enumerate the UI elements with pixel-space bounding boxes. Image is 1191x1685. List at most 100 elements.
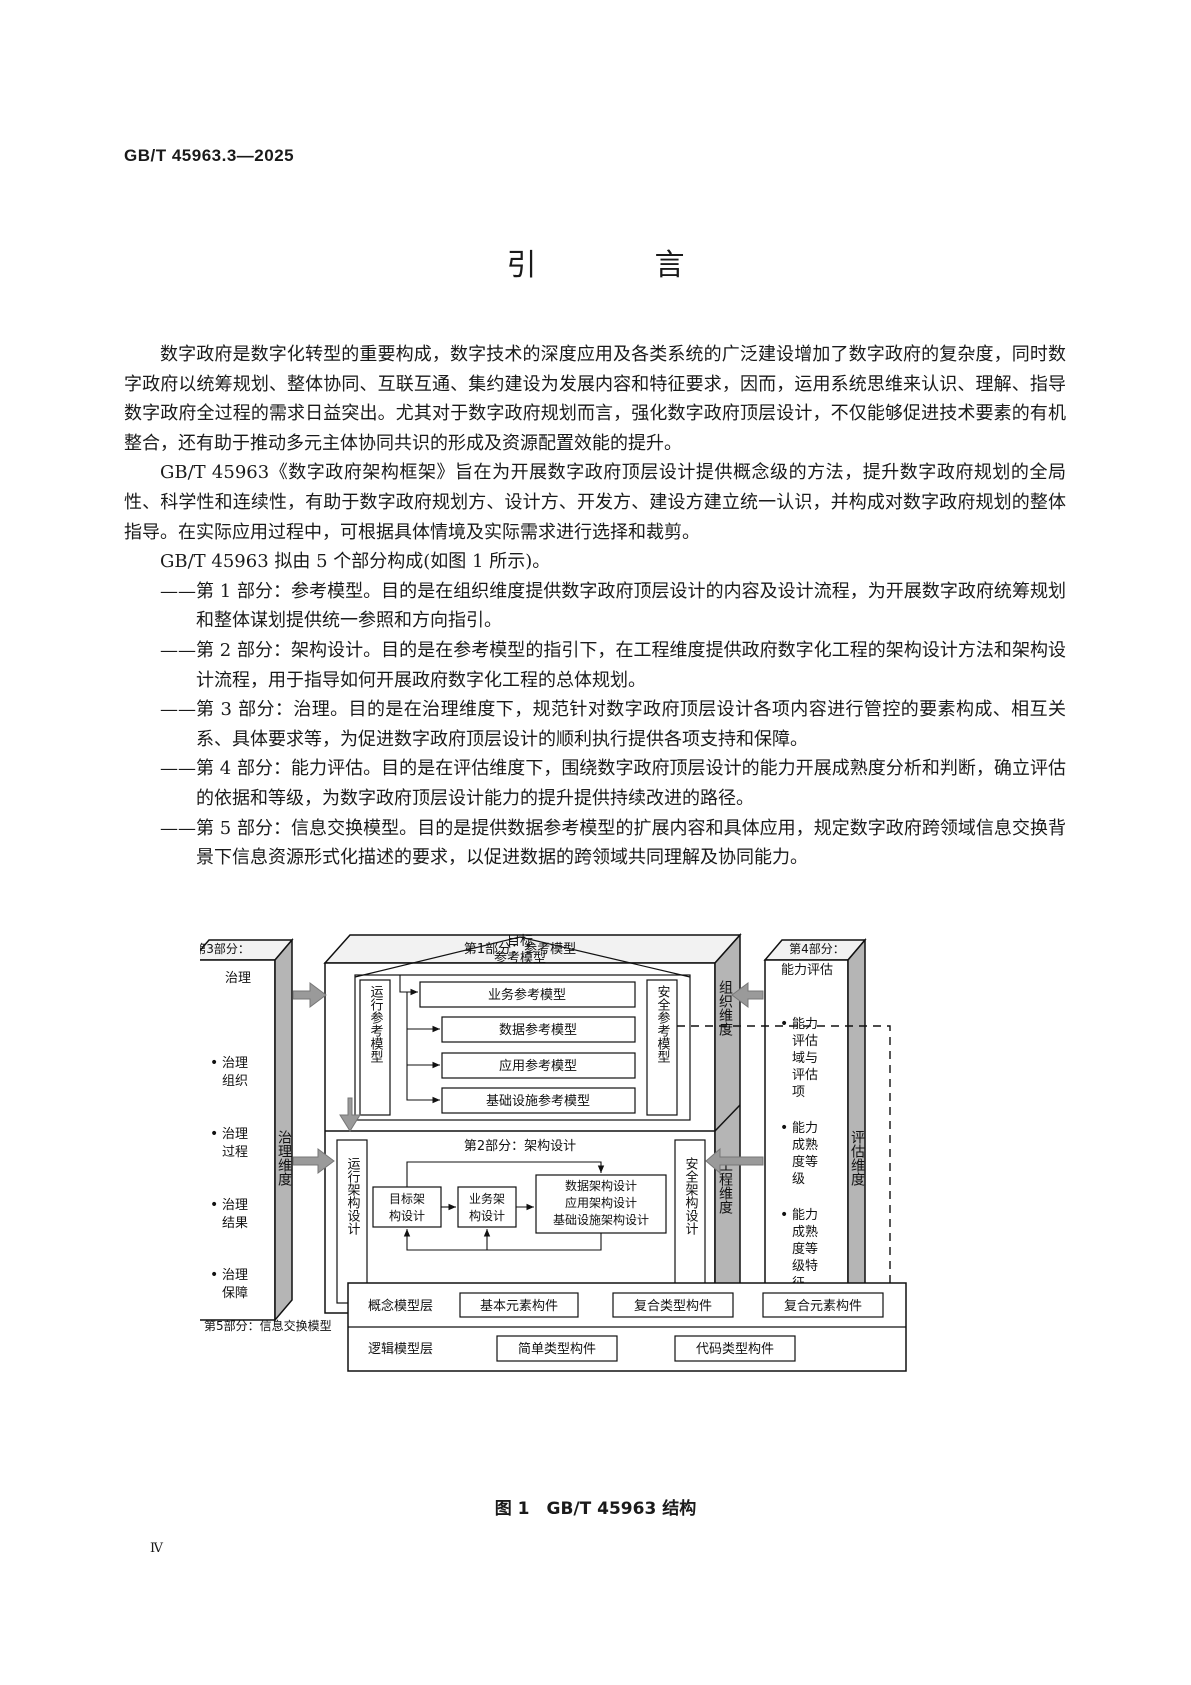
ops-ref-model-box	[359, 979, 391, 1116]
component-label: 简单类型构件	[518, 1341, 596, 1357]
part4-item: 成熟	[792, 1224, 818, 1240]
paragraph: 数字政府是数字化转型的重要构成，数字技术的深度应用及各类系统的广泛建设增加了数字…	[124, 344, 1066, 454]
svg-text:•: •	[780, 1120, 788, 1136]
svg-text:•: •	[210, 1267, 218, 1283]
svg-text:•: •	[780, 1207, 788, 1223]
list-dash: ——	[160, 639, 196, 661]
list-dash: ——	[160, 580, 196, 602]
part3-item: 治理	[222, 1198, 248, 1213]
part4-item: 项	[792, 1085, 805, 1100]
roof-label: 目标	[507, 934, 533, 949]
part4-item: 级	[792, 1172, 805, 1187]
business-arch-label: 业务架	[469, 1191, 505, 1206]
model-box	[419, 981, 636, 1008]
part4-item: 能力	[792, 1208, 818, 1223]
part3-item: 治理	[222, 1268, 248, 1283]
part3-title: 治理	[225, 971, 251, 986]
part1-inner: 目标 参考模型 运行参考模型 安全参考模型 业务参考模型 数据参考模型 应用参考…	[339, 934, 691, 1132]
governance-dimension-label: 治理维度	[276, 1130, 292, 1186]
part3-item: 治理	[222, 1056, 248, 1071]
component-label: 代码类型构件	[696, 1342, 774, 1357]
dashed-connector	[677, 1025, 891, 1283]
component-box	[762, 1292, 884, 1318]
list-item-text: 第 3 部分：治理。目的是在治理维度下，规范针对数字政府顶层设计各项内容进行管控…	[196, 699, 1066, 750]
component-box	[459, 1292, 579, 1318]
structure-figure: 第3部分： 治理 •治理组织 •治理过程 •治理结果 •治理保障 治理维度 第4…	[190, 925, 1000, 1455]
model-label: 应用参考模型	[499, 1058, 577, 1074]
paragraph: GB/T 45963 拟由 5 个部分构成(如图 1 所示)。	[160, 551, 551, 573]
part3-title: 第3部分：	[200, 941, 250, 956]
target-arch-label: 构设计	[389, 1208, 425, 1223]
part4-item: 度等	[792, 1154, 818, 1170]
list-dash: ——	[160, 817, 196, 839]
list-item: ——第 5 部分：信息交换模型。目的是提供数据参考模型的扩展内容和具体应用，规定…	[124, 814, 1066, 873]
list-dash: ——	[160, 699, 196, 721]
model-label: 基础设施参考模型	[486, 1093, 590, 1109]
part4-item: 成熟	[792, 1137, 818, 1153]
list-item: ——第 1 部分：参考模型。目的是在组织维度提供数字政府顶层设计的内容及设计流程…	[124, 577, 1066, 636]
roof-label: 参考模型	[494, 950, 546, 966]
sec-ref-model-label: 安全参考模型	[655, 985, 671, 1063]
target-arch-label: 目标架	[389, 1192, 425, 1206]
model-box	[441, 1052, 636, 1079]
figure-caption: 图 1 GB/T 45963 结构	[494, 1499, 697, 1519]
part5-label: 第5部分：信息交换模型	[204, 1318, 332, 1333]
ops-arch-design-box	[336, 1139, 368, 1304]
list-item: ——第 3 部分：治理。目的是在治理维度下，规范针对数字政府顶层设计各项内容进行…	[124, 695, 1066, 754]
part4-item: 评估	[792, 1034, 818, 1049]
part2-title: 第2部分：架构设计	[464, 1139, 576, 1154]
model-label: 数据参考模型	[499, 1022, 577, 1038]
standard-code: GB/T 45963.3—2025	[124, 146, 295, 165]
part4-title: 能力评估	[781, 963, 833, 978]
part4-item: 能力	[792, 1121, 818, 1136]
tech-arch-label: 应用架构设计	[565, 1195, 637, 1210]
part5-block: 第5部分：信息交换模型 概念模型层 逻辑模型层 基本元素构件 复合类型构件 复合…	[204, 1282, 907, 1372]
part3-item: 组织	[222, 1074, 248, 1089]
part4-title: 第4部分：	[789, 941, 845, 956]
component-box	[496, 1335, 618, 1362]
list-item-text: 第 2 部分：架构设计。目的是在参考模型的指引下，在工程维度提供政府数字化工程的…	[196, 639, 1066, 691]
part4-item: 度等	[792, 1241, 818, 1257]
part1-title: 第1部分：参考模型	[464, 941, 576, 957]
list-item-text: 第 5 部分：信息交换模型。目的是提供数据参考模型的扩展内容和具体应用，规定数字…	[196, 817, 1066, 869]
logic-layer-label: 逻辑模型层	[368, 1342, 433, 1357]
list-item-text: 第 1 部分：参考模型。目的是在组织维度提供数字政府顶层设计的内容及设计流程，为…	[196, 580, 1066, 632]
grey-arrows	[292, 982, 764, 1175]
paragraph: GB/T 45963《数字政府架构框架》旨在为开展数字政府顶层设计提供概念级的方…	[124, 462, 1066, 543]
sec-ref-model-box	[646, 979, 678, 1116]
model-label: 业务参考模型	[488, 987, 566, 1003]
part2-inner: 第2部分：架构设计 运行架构设计 安全架构设计 目标架 构设计 业务架 构设计 …	[336, 1139, 706, 1304]
page-title: 引 言	[506, 248, 729, 283]
tech-arch-label: 数据架构设计	[565, 1178, 637, 1193]
organization-dimension-label: 组织维度	[717, 980, 733, 1036]
tech-arch-label: 基础设施架构设计	[553, 1212, 649, 1227]
tech-arch-box	[535, 1174, 667, 1234]
concept-layer-label: 概念模型层	[368, 1298, 433, 1314]
model-box	[441, 1087, 636, 1114]
svg-text:•: •	[780, 1016, 788, 1032]
part4-item: 评估	[792, 1068, 818, 1083]
component-label: 基本元素构件	[480, 1299, 558, 1314]
list-dash: ——	[160, 758, 196, 780]
svg-text:•: •	[210, 1197, 218, 1213]
list-item: ——第 2 部分：架构设计。目的是在参考模型的指引下，在工程维度提供政府数字化工…	[124, 636, 1066, 695]
business-arch-box	[457, 1186, 517, 1228]
svg-text:•: •	[210, 1055, 218, 1071]
part3-item: 结果	[222, 1216, 248, 1231]
sec-arch-design-label: 安全架构设计	[683, 1157, 699, 1235]
part4-item: 级特	[792, 1259, 818, 1274]
part3-item: 过程	[222, 1145, 248, 1160]
part3-item: 保障	[222, 1286, 248, 1301]
list-item: ——第 4 部分：能力评估。目的是在评估维度下，围绕数字政府顶层设计的能力开展成…	[124, 754, 1066, 813]
ops-arch-design-label: 运行架构设计	[345, 1157, 361, 1235]
part4-item: 能力	[792, 1017, 818, 1032]
ops-ref-model-label: 运行参考模型	[368, 985, 384, 1063]
sec-arch-design-box	[674, 1139, 706, 1304]
business-arch-label: 构设计	[469, 1208, 505, 1223]
list-item-text: 第 4 部分：能力评估。目的是在评估维度下，围绕数字政府顶层设计的能力开展成熟度…	[196, 758, 1066, 809]
component-label: 复合类型构件	[634, 1299, 712, 1314]
part3-item: 治理	[222, 1127, 248, 1142]
evaluation-dimension-label: 评估维度	[849, 1130, 865, 1186]
